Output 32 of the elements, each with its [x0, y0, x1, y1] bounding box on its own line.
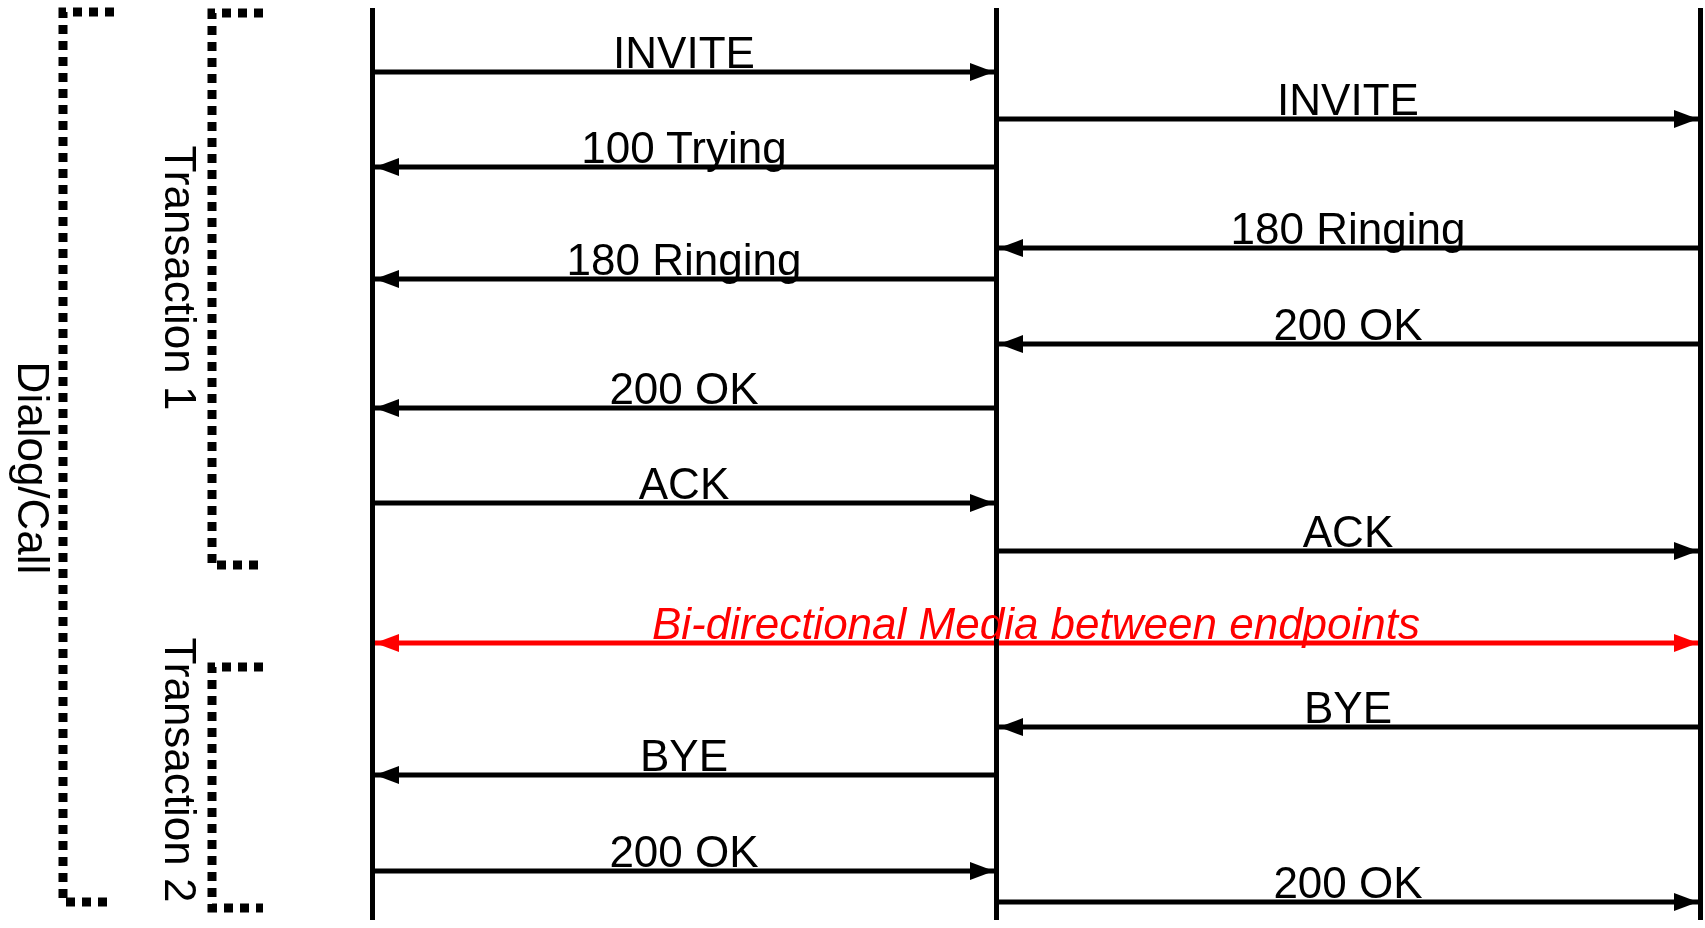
- message-arrow: [999, 718, 1698, 736]
- message-arrow: [375, 766, 994, 784]
- message-arrow: [999, 239, 1698, 257]
- message-label: ACK: [638, 462, 730, 506]
- message-arrow: [999, 893, 1698, 911]
- message-label: 200 OK: [609, 830, 759, 874]
- message-arrow: [375, 494, 994, 512]
- message-arrow: [375, 862, 994, 880]
- message-label: 200 OK: [1273, 303, 1423, 347]
- message-label: INVITE: [1277, 78, 1419, 122]
- message-label: BYE: [640, 734, 728, 778]
- bracket-label: Transaction 2: [158, 637, 202, 903]
- message-arrow: [999, 335, 1698, 353]
- message-label: 100 Trying: [581, 126, 787, 170]
- message-label: 200 OK: [1273, 861, 1423, 905]
- message-label: INVITE: [613, 31, 755, 75]
- message-arrow: [375, 399, 994, 417]
- message-arrow: [999, 542, 1698, 560]
- bracket-label: Dialog/Call: [11, 361, 55, 575]
- message-label: 200 OK: [609, 367, 759, 411]
- lifeline: [370, 8, 375, 920]
- message-arrow: [375, 634, 1698, 652]
- message-label: 180 Ringing: [566, 238, 802, 282]
- message-label: ACK: [1302, 510, 1394, 554]
- message-label: BYE: [1304, 686, 1392, 730]
- message-arrow: [999, 110, 1698, 128]
- lifeline: [1698, 8, 1703, 920]
- bracket-label: Transaction 1: [158, 145, 202, 411]
- message-arrow: [375, 63, 994, 81]
- message-label: 180 Ringing: [1230, 207, 1466, 251]
- message-arrow: [375, 158, 994, 176]
- message-arrow: [375, 270, 994, 288]
